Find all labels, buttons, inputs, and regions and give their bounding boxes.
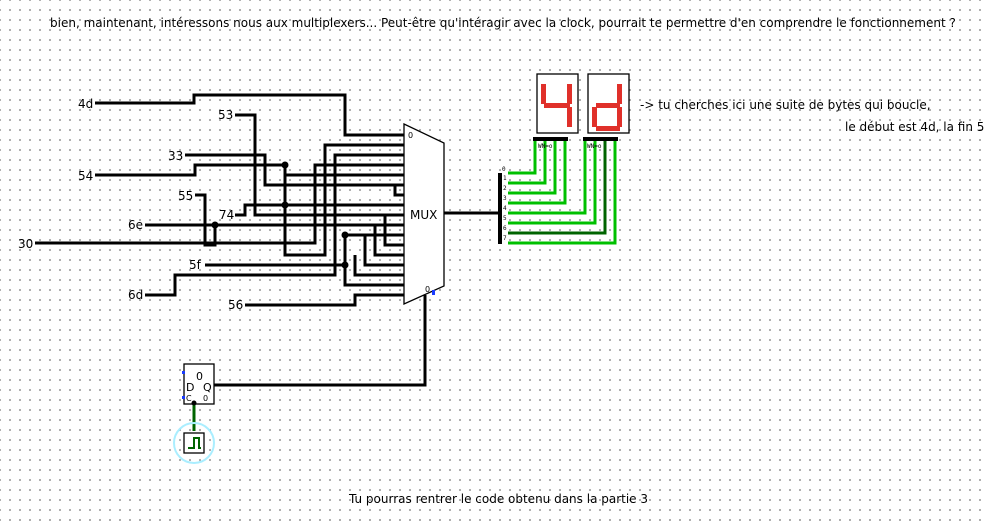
segment bbox=[592, 107, 597, 127]
wire-30 bbox=[35, 163, 405, 245]
bottom-instruction-text: Tu pourras rentrer le code obtenu dans l… bbox=[348, 492, 648, 506]
segment bbox=[617, 84, 622, 104]
flipflop-body[interactable] bbox=[183, 363, 215, 405]
input-label-55: 55 bbox=[178, 189, 193, 203]
flipflop-label-c: C bbox=[186, 394, 192, 403]
mux-select-index: 0 bbox=[408, 131, 413, 140]
input-label-74: 74 bbox=[219, 208, 234, 222]
wire-54 bbox=[95, 143, 405, 257]
bit-wire-3 bbox=[508, 140, 567, 205]
segment bbox=[544, 103, 570, 108]
clock-halo bbox=[173, 422, 215, 464]
flipflop-label-d: D bbox=[186, 381, 194, 394]
splitter-bar[interactable] bbox=[498, 173, 502, 244]
splitter-bit: 5 bbox=[503, 215, 507, 222]
junction-dot bbox=[341, 261, 349, 269]
mux-select-port bbox=[432, 290, 435, 295]
display-pin-labels: WN=o bbox=[538, 143, 553, 150]
display-pin-bar bbox=[533, 137, 568, 141]
splitter-bit: 4 bbox=[503, 205, 507, 212]
input-label-6e: 6e bbox=[128, 218, 143, 232]
input-label-5f: 5f bbox=[189, 258, 202, 272]
clock-waveform-icon bbox=[188, 437, 201, 449]
instruction-text: bien, maintenant, intéressons nous aux m… bbox=[50, 16, 956, 30]
hex-display-high: WN=o bbox=[533, 73, 579, 150]
wire-extra-4 bbox=[345, 233, 405, 267]
flipflop-label-q: Q bbox=[203, 381, 212, 394]
mux-select-pin: 0 bbox=[425, 285, 430, 294]
input-label-53: 53 bbox=[218, 108, 233, 122]
junction-dot bbox=[211, 221, 219, 229]
display-pin-bar bbox=[583, 137, 618, 141]
clock-junction bbox=[191, 400, 197, 406]
splitter-bit: 3 bbox=[503, 195, 507, 202]
splitter-bit: 6 bbox=[503, 225, 507, 232]
wire-4d bbox=[95, 93, 405, 137]
mux-body[interactable] bbox=[403, 122, 445, 306]
display-pin-labels: WN=o bbox=[587, 143, 602, 150]
flipflop-state: 0 bbox=[196, 370, 203, 383]
input-label-54: 54 bbox=[78, 169, 93, 183]
bit-wire-1 bbox=[508, 140, 547, 185]
input-label-4d: 4d bbox=[78, 97, 93, 111]
wire-extra-7 bbox=[393, 185, 405, 197]
wire-6d bbox=[145, 153, 405, 297]
input-label-33: 33 bbox=[168, 149, 183, 163]
flipflop-port bbox=[182, 371, 185, 374]
wire-extra-1 bbox=[283, 173, 405, 205]
segment bbox=[617, 107, 622, 127]
wire-extra-3 bbox=[353, 255, 405, 277]
splitter-index: 0 bbox=[502, 166, 506, 173]
input-label-6d: 6d bbox=[128, 288, 143, 302]
splitter[interactable]: 0 1 2 3 4 5 6 7 bbox=[498, 166, 507, 244]
segment bbox=[596, 103, 620, 108]
mux-label: MUX bbox=[410, 208, 437, 222]
wire-74 bbox=[235, 203, 405, 217]
hint-text-line2: le début est 4d, la fin 5f. bbox=[845, 120, 984, 134]
segment bbox=[596, 126, 620, 131]
clock-source[interactable] bbox=[173, 422, 215, 464]
input-labels: 4d 53 33 54 55 74 6e 30 5f 6d 56 bbox=[18, 97, 243, 312]
wire-extra-2 bbox=[343, 265, 405, 287]
flipflop-port bbox=[182, 396, 185, 399]
input-label-56: 56 bbox=[228, 298, 243, 312]
junction-dot bbox=[281, 201, 289, 209]
junction-dot bbox=[341, 231, 349, 239]
wire-55 bbox=[195, 193, 405, 247]
multiplexer[interactable]: MUX 0 0 bbox=[403, 122, 445, 306]
bit-wire-7 bbox=[508, 140, 617, 245]
wire-33 bbox=[185, 153, 405, 187]
wire-extra-6 bbox=[383, 215, 405, 247]
segment bbox=[541, 84, 546, 104]
hex-display-low: WN=o bbox=[583, 73, 630, 150]
segment bbox=[567, 107, 572, 127]
bit-wire-6 bbox=[508, 140, 607, 235]
bit-wire-5 bbox=[508, 140, 597, 225]
splitter-bit: 7 bbox=[503, 235, 507, 242]
select-wire bbox=[214, 295, 427, 387]
bit-wire-2 bbox=[508, 140, 557, 195]
bit-wire-4 bbox=[508, 140, 587, 215]
wire-extra-5 bbox=[373, 225, 405, 257]
junction-dots bbox=[211, 161, 349, 269]
junction-dot bbox=[281, 161, 289, 169]
flipflop-state-bottom: 0 bbox=[203, 394, 208, 403]
input-label-30: 30 bbox=[18, 237, 33, 251]
segment bbox=[567, 84, 572, 104]
bit-wire-0 bbox=[508, 140, 537, 175]
input-wires bbox=[35, 93, 405, 307]
splitter-bit: 2 bbox=[503, 185, 507, 192]
bit-wires bbox=[508, 140, 617, 245]
d-flipflop[interactable]: 0 D Q C 0 bbox=[182, 363, 215, 405]
wire-56 bbox=[245, 293, 405, 307]
splitter-bit: 1 bbox=[503, 175, 507, 182]
hint-text-line1: -> tu cherches ici une suite de bytes qu… bbox=[640, 98, 931, 112]
